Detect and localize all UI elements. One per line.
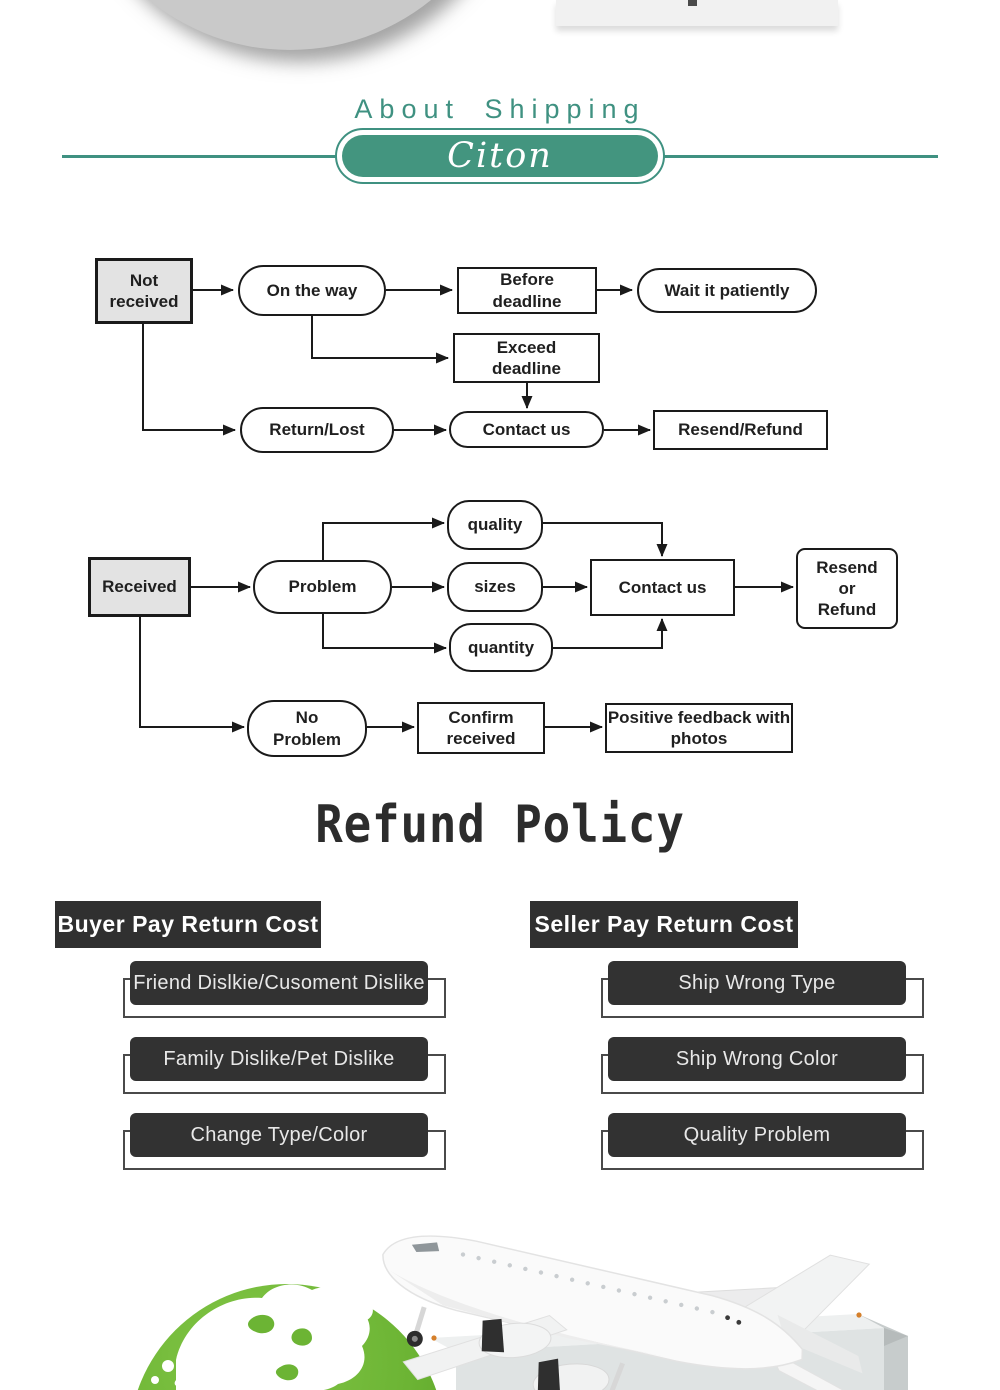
flow-node-no-problem: No Problem [247,700,367,757]
policy-item-buyer-3: Change Type/Color [123,1113,446,1175]
flow-node-wait-it-patiently: Wait it patiently [637,268,817,313]
flow-node-sizes: sizes [447,562,543,612]
flow-node-resend-refund: Resend/Refund [653,410,828,450]
policy-item-seller-1: Ship Wrong Type [601,961,924,1023]
flow-node-before-deadline: Before deadline [457,267,597,314]
flow-node-not-received: Not received [95,258,193,324]
top-right-card-remnant [556,0,838,26]
brand-name: Citon [447,136,553,176]
flow-node-contact-us-2: Contact us [590,559,735,616]
policy-item-seller-3: Quality Problem [601,1113,924,1175]
policy-item-bar: Quality Problem [608,1113,906,1157]
flow-node-problem: Problem [253,560,392,614]
policy-item-bar: Family Dislike/Pet Dislike [130,1037,428,1081]
flow-node-quantity: quantity [449,623,553,672]
policy-item-bar: Ship Wrong Color [608,1037,906,1081]
policy-item-bar: Change Type/Color [130,1113,428,1157]
flow-node-return-lost: Return/Lost [240,407,394,453]
section-kicker: About Shipping [354,94,646,124]
card-text-remnant [688,0,697,6]
flow-node-on-the-way: On the way [238,265,386,316]
flow-node-resend-or-refund: Resend or Refund [796,548,898,629]
policy-item-bar: Friend Dislkie/Cusoment Dislike [130,961,428,1005]
policy-item-seller-2: Ship Wrong Color [601,1037,924,1099]
shipping-illustration [137,1235,908,1390]
buyer-policy-header: Buyer Pay Return Cost [55,901,321,948]
flow-node-received: Received [88,557,191,617]
flow-node-exceed-deadline: Exceed deadline [453,333,600,383]
brand-ribbon: Citon [335,128,665,184]
flow-node-confirm-received: Confirm received [417,702,545,754]
top-circle-decoration [66,0,514,50]
globe-icon [137,1284,437,1390]
seller-policy-header: Seller Pay Return Cost [530,901,798,948]
policy-item-bar: Ship Wrong Type [608,961,906,1005]
brand-ribbon-fill: Citon [342,135,658,177]
flow-node-contact-us-1: Contact us [449,411,604,448]
policy-item-buyer-1: Friend Dislkie/Cusoment Dislike [123,961,446,1023]
airplane-icon [382,1235,871,1390]
flow-node-positive-feedback: Positive feedback with photos [605,703,793,753]
flow-node-quality: quality [447,500,543,550]
refund-policy-title: Refund Policy [315,795,685,855]
policy-item-buyer-2: Family Dislike/Pet Dislike [123,1037,446,1099]
